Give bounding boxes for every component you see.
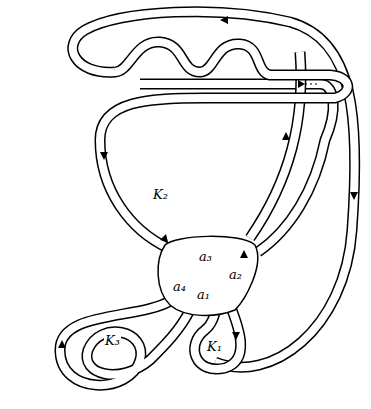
part-label: K₁ (206, 340, 223, 353)
part-label: K₃ (104, 334, 121, 347)
part-label: K₂ (152, 188, 169, 201)
part-label: a₁ (196, 288, 211, 301)
part-label: a₄ (172, 280, 187, 293)
part-label: a₂ (228, 268, 243, 281)
part-label: a₃ (198, 250, 213, 263)
